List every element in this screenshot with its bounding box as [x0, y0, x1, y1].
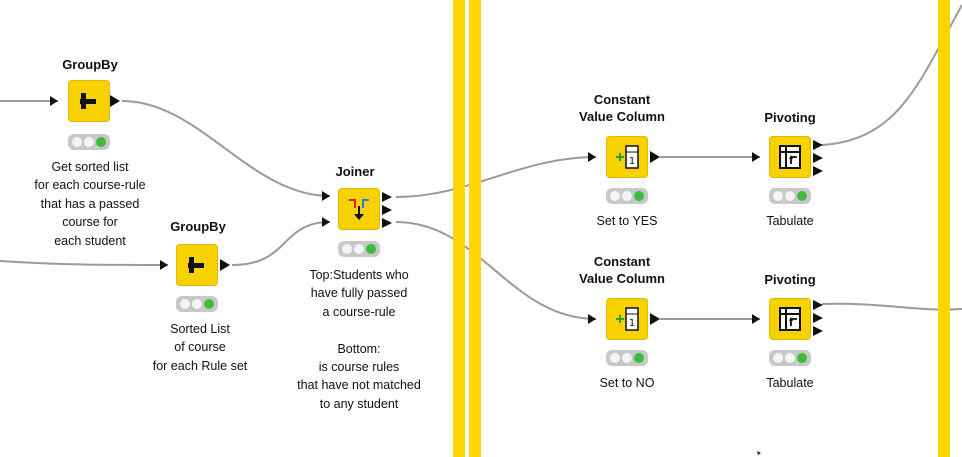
- node-annotation: Set to YES: [596, 214, 658, 228]
- node-title-joiner[interactable]: Joiner: [335, 164, 375, 179]
- arrow-in-joiner-bottom: [322, 217, 330, 227]
- node-title-pivoting[interactable]: Pivoting: [764, 272, 816, 287]
- connection-joiner-constant1: [395, 156, 597, 198]
- output-port[interactable]: [220, 259, 232, 271]
- node-annotation: Sorted List of course for each Rule set: [152, 322, 248, 373]
- annotation-border: [938, 0, 950, 457]
- connection-joiner-constant2: [395, 221, 597, 320]
- pivoting-icon: [779, 307, 801, 331]
- pivoting-icon: [779, 145, 801, 169]
- node-groupby[interactable]: [68, 80, 110, 122]
- status-indicator: [338, 241, 380, 257]
- node-joiner[interactable]: [338, 188, 380, 230]
- joiner-icon: [349, 199, 369, 220]
- constant-value-column-icon: 1: [616, 307, 639, 331]
- status-indicator: [769, 350, 811, 366]
- connection-groupby1-joiner: [121, 100, 331, 197]
- status-indicator: [606, 188, 648, 204]
- svg-text:1: 1: [629, 156, 635, 167]
- annotation-border: [469, 0, 481, 457]
- output-ports[interactable]: [382, 190, 396, 230]
- arrow-in-groupby2: [160, 260, 168, 270]
- node-constant-value-column[interactable]: 1: [606, 136, 648, 178]
- groupby-icon: [80, 93, 96, 109]
- connection-groupby2-joiner: [231, 221, 331, 266]
- node-annotation: Tabulate: [766, 214, 814, 228]
- mouse-cursor-icon: [757, 451, 761, 455]
- node-constant-value-column[interactable]: 1: [606, 298, 648, 340]
- output-port[interactable]: [650, 151, 662, 163]
- output-ports[interactable]: [813, 298, 827, 338]
- node-groupby[interactable]: [176, 244, 218, 286]
- node-title-groupby[interactable]: GroupBy: [170, 219, 226, 234]
- annotation-border: [453, 0, 465, 457]
- output-port[interactable]: [650, 313, 662, 325]
- node-annotation: Get sorted list for each course-rule tha…: [34, 160, 146, 248]
- node-annotation: Top:Students who have fully passed a cou…: [297, 268, 421, 411]
- status-indicator: [68, 134, 110, 150]
- arrow-in-groupby1: [50, 96, 58, 106]
- status-indicator: [606, 350, 648, 366]
- status-indicator: [176, 296, 218, 312]
- arrow-in-pivot1: [752, 152, 760, 162]
- arrow-in-constant1: [588, 152, 596, 162]
- arrow-in-pivot2: [752, 314, 760, 324]
- node-title-constant-value-column[interactable]: Constant Value Column: [579, 254, 665, 286]
- output-ports[interactable]: [813, 138, 827, 178]
- output-port[interactable]: [110, 95, 122, 107]
- node-title-pivoting[interactable]: Pivoting: [764, 110, 816, 125]
- node-title-constant-value-column[interactable]: Constant Value Column: [579, 92, 665, 124]
- arrow-in-constant2: [588, 314, 596, 324]
- node-pivoting[interactable]: [769, 136, 811, 178]
- svg-text:1: 1: [629, 318, 635, 329]
- node-annotation: Tabulate: [766, 376, 814, 390]
- node-title-groupby[interactable]: GroupBy: [62, 57, 118, 72]
- groupby-icon: [188, 257, 204, 273]
- node-annotation: Set to NO: [599, 376, 655, 390]
- arrow-in-joiner-top: [322, 191, 330, 201]
- node-pivoting[interactable]: [769, 298, 811, 340]
- connection-in-groupby2: [0, 260, 169, 266]
- constant-value-column-icon: 1: [616, 145, 639, 169]
- status-indicator: [769, 188, 811, 204]
